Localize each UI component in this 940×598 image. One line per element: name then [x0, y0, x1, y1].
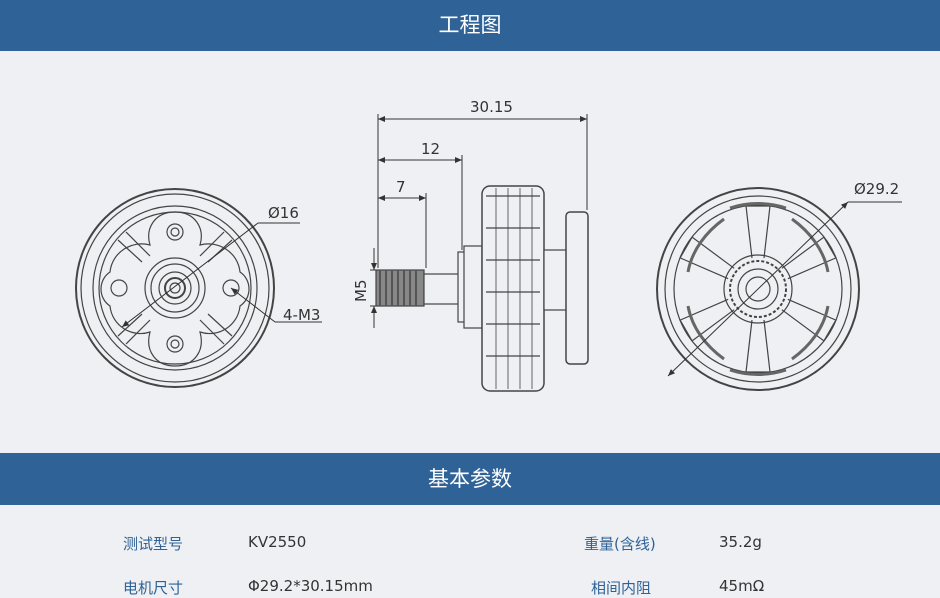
mount-holes-label: 4-M3	[283, 306, 320, 324]
motor-size-value: Φ29.2*30.15mm	[248, 577, 373, 595]
motor-size-label: 电机尺寸	[123, 579, 184, 597]
test-model-value: KV2550	[248, 533, 307, 551]
phase-resistance-label: 相间内阻	[591, 579, 652, 597]
diameter-16-label: Ø16	[268, 204, 299, 222]
weight-label: 重量(含线)	[584, 535, 656, 553]
shaft-thread-label: M5	[352, 280, 370, 303]
length-12-label: 12	[421, 140, 440, 158]
engineering-drawing-title: 工程图	[438, 13, 502, 37]
front-view	[75, 188, 322, 388]
engineering-drawing: Ø16 4-M3	[0, 51, 940, 453]
side-view	[375, 185, 589, 392]
side-view-dimensions	[370, 114, 588, 328]
phase-resistance-value: 45mΩ	[719, 577, 765, 595]
test-model-label: 测试型号	[123, 535, 184, 553]
motor-drawing-svg: Ø16 4-M3	[75, 98, 902, 392]
basic-params-header: 基本参数	[0, 453, 940, 505]
rear-view	[656, 187, 902, 391]
length-7-label: 7	[396, 178, 406, 196]
total-length-label: 30.15	[470, 98, 513, 116]
engineering-drawing-header: 工程图	[0, 0, 940, 51]
params-table: 测试型号 KV2550 重量(含线) 35.2g 电机尺寸 Φ29.2*30.1…	[0, 505, 940, 597]
bell-diameter-label: Ø29.2	[854, 180, 899, 198]
weight-value: 35.2g	[719, 533, 762, 551]
basic-params-title: 基本参数	[428, 467, 512, 491]
